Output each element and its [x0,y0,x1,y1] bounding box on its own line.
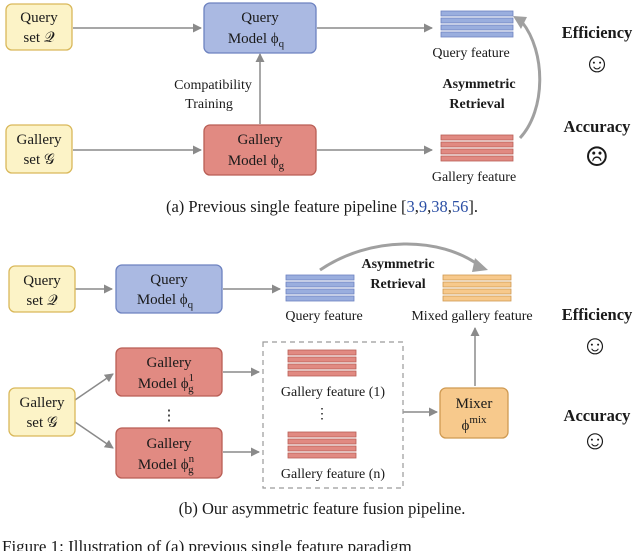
query-set-box-b [8,265,76,313]
feature-vertical-dots: ⋮ [315,407,329,422]
accuracy-label: Accuracy [564,117,632,136]
training-label: Training [185,97,233,112]
asymmetric-retrieval-arrowhead-b [472,258,488,272]
gallery-feature-n-stack [287,431,357,459]
retrieval-label-b: Retrieval [370,277,425,292]
gallery-model-1-label: Gallery [147,355,192,371]
gallery-features-group [262,341,404,489]
gallery-feature-1-label: Gallery feature (1) [281,385,385,400]
query-model-box-b [115,264,223,314]
query-set-box [5,3,73,51]
gallery-set-label: Gallery [17,132,62,148]
asymmetric-label-b: Asymmetric [361,257,434,272]
mixer-symbol: ϕmix [461,414,487,434]
query-set-label-b: Query [23,273,61,289]
gallery-feature-stack [440,134,514,162]
asymmetric-retrieval-arrowhead [513,16,527,29]
query-model-box [203,2,317,54]
accuracy-frown-icon: ☹ [585,142,609,172]
mixed-gallery-feature-label: Mixed gallery feature [411,309,532,324]
asymmetric-retrieval-arc [518,21,542,140]
arrow-gallery-set-to-model-1 [74,373,114,401]
panel-b: Query set 𝒬 Query Model ϕq Query feature… [8,242,633,518]
gallery-model-symbol: Model ϕg [228,153,285,172]
gallery-model-n-label: Gallery [147,436,192,452]
query-feature-label-b: Query feature [285,309,362,324]
query-model-label: Query [241,10,279,26]
accuracy-smile-icon-b: ☺ [581,425,609,455]
accuracy-label-b: Accuracy [564,406,632,425]
gallery-feature-n-label: Gallery feature (n) [281,467,385,482]
query-feature-label: Query feature [432,46,509,61]
compatibility-label: Compatibility [174,78,252,93]
caption-b: (b) Our asymmetric feature fusion pipeli… [179,499,466,518]
gallery-set-label-b: Gallery [20,395,65,411]
gallery-model-label: Gallery [238,132,283,148]
gallery-feature-label: Gallery feature [432,170,516,185]
arrow-gallery-set-to-model-n [74,421,114,449]
query-feature-stack-b [285,274,355,302]
asymmetric-retrieval-arc-b [319,242,481,272]
query-model-symbol: Model ϕq [228,31,285,50]
query-set-symbol: set 𝒬 [23,30,54,46]
figure-caption-fragment: Figure 1: Illustration of (a) previous s… [2,537,412,551]
query-set-label: Query [20,10,58,26]
query-feature-stack [440,10,514,38]
gallery-set-symbol: set 𝒢 [23,152,54,168]
model-vertical-dots: ⋮ [162,408,177,424]
query-set-symbol-b: set 𝒬 [26,293,57,309]
panel-a: Query set 𝒬 Query Model ϕq Compatibility… [5,2,633,216]
efficiency-smile-icon: ☺ [583,48,611,78]
efficiency-label: Efficiency [562,23,633,42]
efficiency-label-b: Efficiency [562,305,633,324]
gallery-feature-1-stack [287,349,357,377]
retrieval-label: Retrieval [449,97,504,112]
mixer-label: Mixer [456,396,493,412]
gallery-set-symbol-b: set 𝒢 [26,415,57,431]
mixer-box [439,387,509,439]
gallery-set-box-b [8,387,76,437]
query-model-label-b: Query [150,272,188,288]
efficiency-smile-icon-b: ☺ [581,330,609,360]
mixed-gallery-feature-stack [442,274,512,302]
gallery-model-box [203,124,317,176]
caption-a: (a) Previous single feature pipeline [3,… [166,197,478,216]
gallery-model-n-box [115,427,223,479]
asymmetric-label: Asymmetric [442,77,515,92]
gallery-model-1-box [115,347,223,397]
gallery-set-box [5,124,73,174]
query-model-symbol-b: Model ϕq [137,292,194,311]
